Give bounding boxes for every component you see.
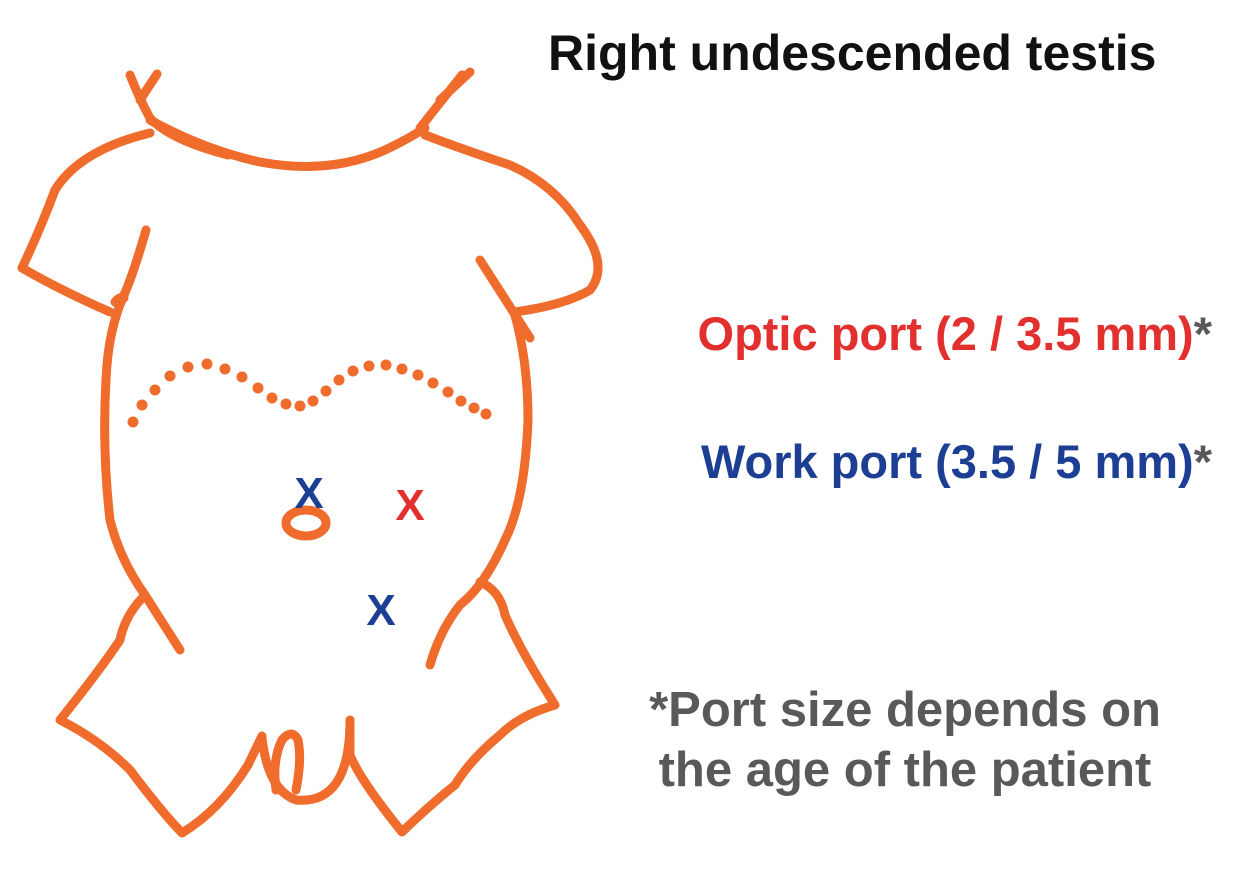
- note-line-1: *Port size depends on: [649, 683, 1161, 737]
- work-port-mark-lower: X: [366, 586, 395, 635]
- port-size-note: *Port size depends on the age of the pat…: [600, 680, 1210, 800]
- costal-dot: [164, 370, 176, 382]
- costal-dot: [427, 377, 439, 389]
- optic-port-legend: Optic port (2 / 3.5 mm)*: [698, 306, 1212, 361]
- right-neck-tick: [435, 67, 475, 105]
- costal-dot: [320, 385, 332, 397]
- costal-dot: [252, 382, 264, 394]
- costal-dot: [266, 392, 278, 404]
- costal-dot: [468, 402, 480, 414]
- left-neck-tick: [135, 69, 162, 105]
- costal-dot: [127, 416, 139, 428]
- left-arm-stump: [17, 263, 115, 317]
- penis-outline: [270, 729, 305, 795]
- left-side: [100, 225, 185, 655]
- neck-curve: [145, 115, 430, 171]
- costal-dot: [480, 408, 492, 420]
- costal-dot: [455, 395, 467, 407]
- work-port-mark: X: [294, 469, 323, 518]
- costal-dot: [236, 371, 248, 383]
- umbilicus: [281, 505, 331, 541]
- left-shoulder: [17, 128, 155, 273]
- optic-port-label: Optic port (2 / 3.5 mm): [697, 307, 1194, 360]
- costal-dot: [280, 398, 292, 410]
- right-side: [425, 307, 533, 670]
- costal-dot: [136, 399, 148, 411]
- right-armpit-line: [475, 255, 535, 343]
- optic-port-asterisk: *: [1193, 307, 1212, 360]
- right-leg: [345, 577, 560, 837]
- costal-dot: [396, 363, 408, 375]
- left-leg: [55, 590, 267, 838]
- costal-dot: [201, 358, 213, 370]
- costal-dot: [380, 359, 392, 371]
- note-line-2: the age of the patient: [658, 743, 1152, 797]
- right-shoulder: [420, 130, 603, 317]
- optic-port-mark: X: [395, 481, 424, 530]
- costal-margin-dotted-line: [127, 358, 492, 428]
- costal-dot: [363, 360, 375, 372]
- costal-dot: [294, 400, 306, 412]
- costal-dot: [307, 395, 319, 407]
- costal-dot: [333, 374, 345, 386]
- crotch-curve: [257, 715, 355, 805]
- torso-outline: [17, 67, 603, 838]
- costal-dot: [442, 386, 454, 398]
- work-port-label: Work port (3.5 / 5 mm): [700, 435, 1194, 488]
- costal-dot: [149, 384, 161, 396]
- costal-dot: [347, 365, 359, 377]
- work-port-legend: Work port (3.5 / 5 mm)*: [701, 434, 1212, 489]
- costal-dot: [182, 361, 194, 373]
- work-port-asterisk: *: [1193, 435, 1212, 488]
- diagram-title: Right undescended testis: [548, 25, 1157, 81]
- costal-dot: [219, 363, 231, 375]
- costal-dot: [412, 369, 424, 381]
